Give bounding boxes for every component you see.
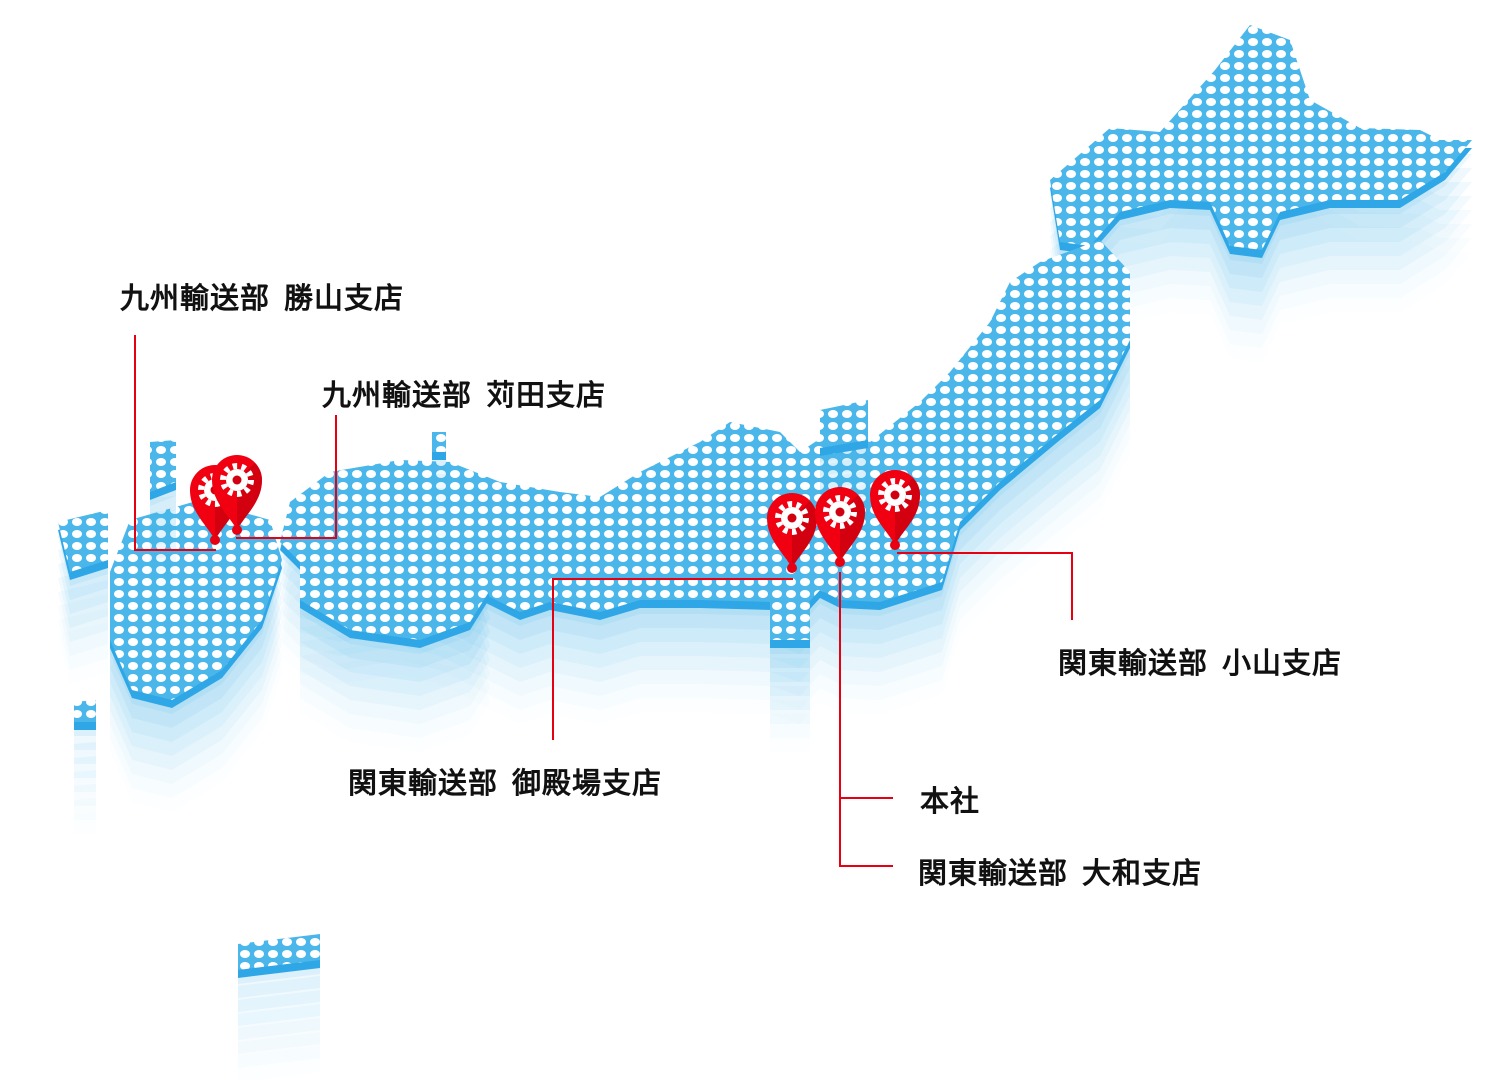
branch-text: 苅田支店	[486, 378, 607, 412]
branch-text: 勝山支店	[284, 281, 405, 315]
region-oki	[432, 432, 446, 536]
region-goto	[58, 510, 108, 656]
leader-lines	[134, 335, 1073, 867]
branch-text: 小山支店	[1222, 646, 1343, 680]
label-yamato[interactable]: 関東輸送部大和支店	[918, 850, 1202, 892]
location-dot	[210, 535, 220, 545]
region-tsushima	[150, 440, 176, 576]
region-island_s	[238, 934, 320, 1054]
map-pin-gear-icon-honsha-yamato[interactable]	[815, 487, 865, 567]
region-island_sw	[74, 700, 96, 806]
location-dot	[232, 525, 242, 535]
branch-text: 本社	[920, 784, 981, 818]
division-text: 関東輸送部	[1058, 646, 1209, 680]
leader-line	[839, 572, 893, 867]
leader-line	[134, 335, 216, 551]
label-gotemba[interactable]: 関東輸送部御殿場支店	[348, 760, 662, 802]
leader-line	[552, 578, 793, 740]
map-pin-gear-icon-kanda[interactable]	[212, 455, 262, 535]
division-text: 九州輸送部	[120, 281, 271, 315]
division-text: 九州輸送部	[322, 378, 473, 412]
branch-text: 御殿場支店	[512, 766, 663, 800]
label-kanda[interactable]: 九州輸送部苅田支店	[322, 372, 606, 414]
map-pin-gear-icon-oyama[interactable]	[870, 470, 920, 550]
label-oyama[interactable]: 関東輸送部小山支店	[1058, 640, 1342, 682]
division-text: 関東輸送部	[348, 766, 499, 800]
location-dot	[787, 563, 797, 573]
location-dot	[835, 557, 845, 567]
region-shikoku	[300, 548, 490, 724]
map-pins	[190, 455, 920, 573]
division-text: 関東輸送部	[918, 856, 1069, 890]
region-honshu	[280, 240, 1130, 696]
leader-line	[236, 415, 337, 539]
branch-text: 大和支店	[1082, 856, 1203, 890]
region-izu	[770, 602, 810, 724]
leader-line	[897, 552, 1073, 620]
map-pin-gear-icon-gotemba[interactable]	[767, 493, 817, 573]
region-hokkaido	[1050, 25, 1472, 334]
region-sado	[820, 400, 868, 532]
label-honsha[interactable]: 本社	[920, 778, 980, 820]
location-dot	[890, 540, 900, 550]
label-katsuyama[interactable]: 九州輸送部勝山支店	[120, 275, 404, 317]
